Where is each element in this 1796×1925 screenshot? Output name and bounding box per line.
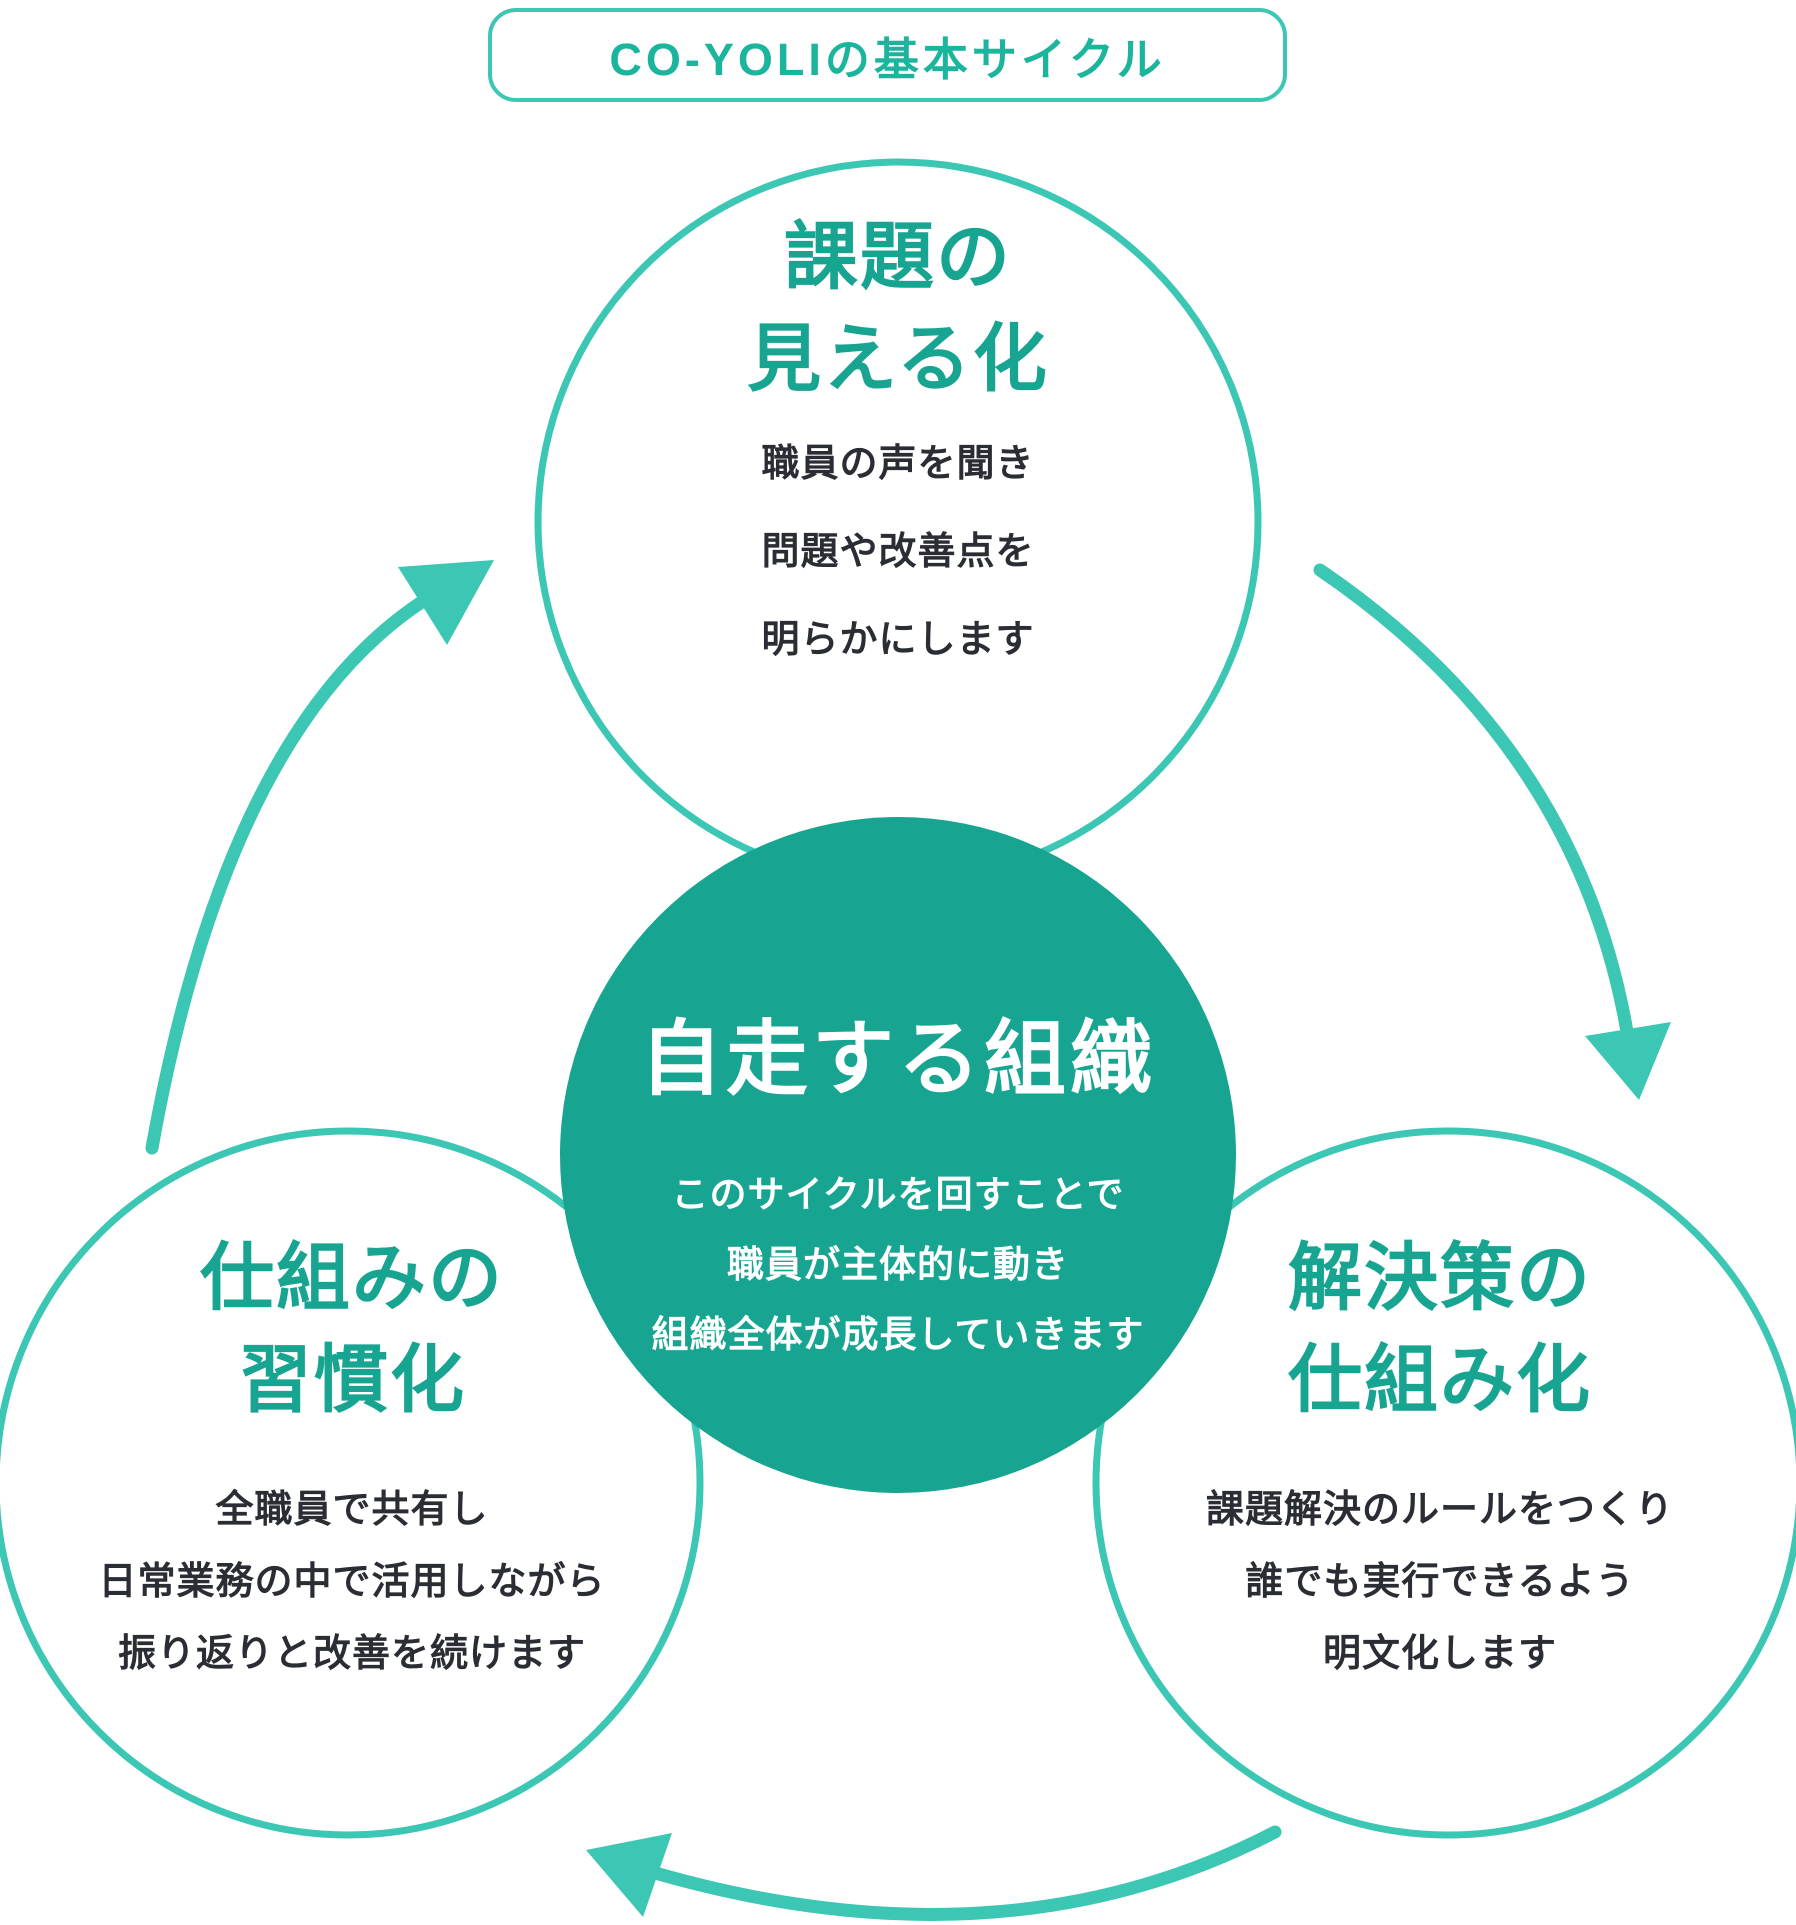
arrow-right-to-left xyxy=(638,1825,1282,1921)
step-habituate-heading-line-2: 習慣化 xyxy=(238,1338,466,1421)
step-systemize-heading: 解決策の 仕組み化 xyxy=(1140,1227,1740,1431)
circle-outline-systemize xyxy=(1092,1127,1796,1839)
center-circle xyxy=(560,817,1236,1493)
arrow-top-to-right-head xyxy=(1585,1022,1671,1100)
step-visualize-heading: 課題の 見える化 xyxy=(548,206,1248,410)
step-systemize-heading-line-2: 仕組み化 xyxy=(1288,1338,1592,1421)
center-body-line-3: 組織全体が成長していきます xyxy=(651,1314,1145,1355)
page-title: CO-YOLIの基本サイクル xyxy=(609,33,1166,85)
step-habituate-body-line-2: 日常業務の中で活用しながら xyxy=(98,1561,606,1603)
center-body-line-1: このサイクルを回すことで xyxy=(671,1174,1125,1215)
title-badge-outline xyxy=(488,8,1287,102)
step-habituate-body-line-1: 全職員で共有し xyxy=(215,1489,489,1531)
center-body-line-2: 職員が主体的に動き xyxy=(727,1244,1069,1285)
step-habituate-body: 全職員で共有し 日常業務の中で活用しながら 振り返りと改善を続けます xyxy=(52,1474,652,1690)
step-systemize-heading-line-1: 解決策の xyxy=(1288,1236,1592,1319)
arrow-top-to-right xyxy=(1313,563,1637,1057)
arrow-left-to-top xyxy=(145,577,459,1155)
step-systemize-body-line-3: 明文化します xyxy=(1322,1633,1557,1675)
step-visualize-heading-line-2: 見える化 xyxy=(747,317,1049,400)
step-systemize-body: 課題解決のルールをつくり 誰でも実行できるよう 明文化します xyxy=(1140,1474,1740,1690)
step-visualize-body: 職員の声を聞き 問題や改善点を 明らかにします xyxy=(598,420,1198,684)
step-habituate-heading-line-1: 仕組みの xyxy=(200,1236,504,1319)
step-visualize-body-line-3: 明らかにします xyxy=(761,619,1035,661)
arrow-right-to-left-head xyxy=(586,1833,672,1917)
step-systemize-body-line-1: 課題解決のルールをつくり xyxy=(1205,1489,1674,1531)
arrow-left-to-top-head xyxy=(398,560,494,645)
step-visualize-body-line-2: 問題や改善点を xyxy=(761,531,1035,573)
center-body: このサイクルを回すことで 職員が主体的に動き 組織全体が成長していきます xyxy=(548,1160,1248,1370)
circle-outline-habituate xyxy=(0,1127,704,1839)
step-systemize-body-line-2: 誰でも実行できるよう xyxy=(1245,1561,1635,1603)
step-visualize-heading-line-1: 課題の xyxy=(784,215,1012,298)
step-habituate-body-line-3: 振り返りと改善を続けます xyxy=(117,1633,586,1675)
step-visualize-body-line-1: 職員の声を聞き xyxy=(761,443,1035,485)
step-habituate-heading: 仕組みの 習慣化 xyxy=(52,1227,652,1431)
center-heading: 自走する組織 xyxy=(639,1014,1156,1105)
